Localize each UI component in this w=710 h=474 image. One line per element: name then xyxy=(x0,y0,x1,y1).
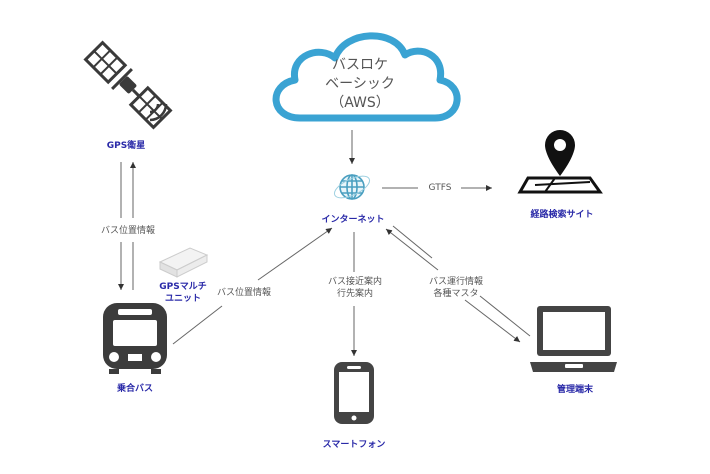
edges xyxy=(118,130,531,356)
bus-label: 乗合バス xyxy=(116,384,153,394)
edge-label-line: バス接近案内 xyxy=(327,277,382,287)
internet-label: インターネット xyxy=(321,215,385,225)
edge-label-line: バス運行情報 xyxy=(428,277,483,287)
cloud-icon xyxy=(272,32,461,122)
cloud-label: バスロケ ベーシック （AWS） xyxy=(305,56,415,113)
map-pin-icon xyxy=(517,130,603,194)
satellite-label: GPS衛星 xyxy=(106,141,146,151)
smartphone-icon xyxy=(334,362,374,424)
edge-label-line: 各種マスタ xyxy=(433,289,479,299)
gps-unit-label-line: GPSマルチ xyxy=(159,282,207,292)
route-site-label: 経路検索サイト xyxy=(530,210,594,220)
admin-terminal-label: 管理端末 xyxy=(556,385,593,395)
edge-label-bus-internet: バス位置情報 xyxy=(216,288,271,298)
bus-icon xyxy=(103,303,167,374)
edge-label-internet-admin: バス運行情報 各種マスタ xyxy=(420,276,492,300)
edge-label-internet-phone: バス接近案内 行先案内 xyxy=(322,276,388,300)
gps-unit-icon xyxy=(158,247,209,278)
edge-label-sat-bus: バス位置情報 xyxy=(96,225,160,237)
globe-icon xyxy=(333,174,371,200)
cloud-label-line: ベーシック xyxy=(325,76,395,92)
smartphone-label: スマートフォン xyxy=(322,440,386,450)
gps-unit-label: GPSマルチ ユニット xyxy=(148,281,218,305)
edge-label-gtfs: GTFS xyxy=(428,183,452,193)
cloud-label-line: （AWS） xyxy=(330,95,390,111)
cloud-label-line: バスロケ xyxy=(332,57,388,73)
gps-unit-label-line: ユニット xyxy=(164,294,201,304)
edge-label-line: 行先案内 xyxy=(336,289,373,299)
laptop-icon xyxy=(530,306,617,372)
satellite-icon xyxy=(83,40,173,130)
